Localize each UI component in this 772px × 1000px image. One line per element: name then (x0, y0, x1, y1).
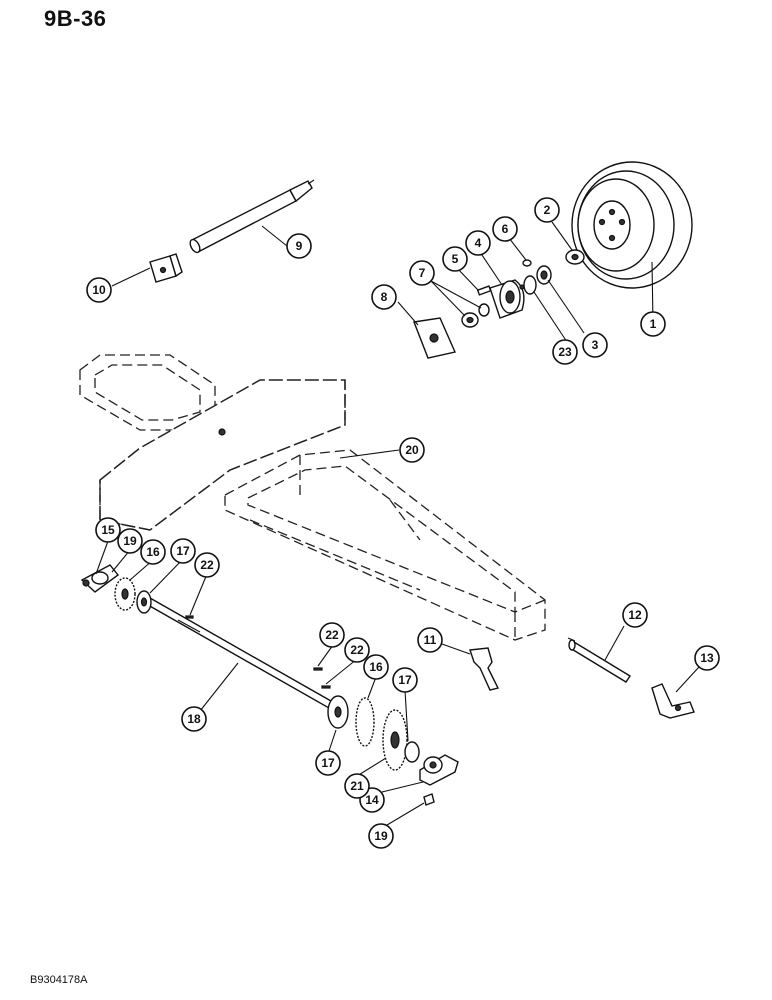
wheel-nut (565, 249, 585, 265)
svg-text:1: 1 (650, 317, 657, 331)
svg-text:7: 7 (419, 266, 426, 280)
svg-text:22: 22 (200, 558, 214, 572)
callout-3: 3 (582, 332, 608, 358)
callout-20: 20 (399, 437, 425, 463)
svg-text:5: 5 (452, 252, 459, 266)
svg-text:20: 20 (405, 443, 419, 457)
svg-text:6: 6 (502, 222, 509, 236)
callout-11: 11 (417, 627, 443, 653)
callout-17-top: 17 (392, 667, 418, 693)
callout-19-bottom: 19 (368, 823, 394, 849)
svg-text:14: 14 (365, 793, 379, 807)
svg-text:17: 17 (321, 756, 335, 770)
set-screw (423, 793, 435, 806)
callout-15: 15 (95, 517, 121, 543)
sprocket-large (382, 709, 408, 771)
hitch-pin (567, 637, 631, 683)
pillow-block-bearing (419, 754, 459, 786)
svg-text:9: 9 (296, 239, 303, 253)
sprocket-left (114, 577, 136, 611)
spindle-plate (413, 317, 456, 359)
svg-text:3: 3 (592, 338, 599, 352)
svg-text:23: 23 (558, 345, 572, 359)
callout-19-top: 19 (117, 528, 143, 554)
callout-7: 7 (409, 260, 435, 286)
svg-text:19: 19 (123, 534, 137, 548)
callout-17-left: 17 (170, 538, 196, 564)
shaft-keys (185, 615, 331, 689)
svg-text:22: 22 (350, 643, 364, 657)
axle-block (149, 253, 183, 283)
callout-13: 13 (694, 645, 720, 671)
svg-text:10: 10 (92, 283, 106, 297)
sprocket-right (355, 697, 375, 747)
cone-bearings (461, 303, 490, 328)
mounting-bracket (469, 647, 500, 691)
callout-22-right: 22 (344, 637, 370, 663)
axle-spindle (189, 179, 315, 254)
svg-text:21: 21 (350, 779, 364, 793)
svg-text:17: 17 (176, 544, 190, 558)
callout-16-right: 16 (363, 654, 389, 680)
svg-text:13: 13 (700, 651, 714, 665)
callout-8: 8 (371, 284, 397, 310)
callout-17-bottom: 17 (315, 750, 341, 776)
svg-text:19: 19 (374, 829, 388, 843)
svg-text:22: 22 (325, 628, 339, 642)
svg-text:11: 11 (424, 633, 437, 647)
callout-21: 21 (344, 773, 370, 799)
hub-bearings (523, 265, 552, 295)
callout-6: 6 (492, 216, 518, 242)
flange-collar (404, 741, 420, 763)
svg-text:4: 4 (475, 236, 482, 250)
leader-lines (95, 221, 700, 829)
svg-text:17: 17 (398, 673, 412, 687)
svg-text:8: 8 (381, 290, 388, 304)
flange-left (136, 590, 152, 614)
page-code: 9B-36 (44, 6, 107, 31)
svg-text:12: 12 (628, 608, 642, 622)
callout-16-left: 16 (140, 539, 166, 565)
callout-4: 4 (465, 230, 491, 256)
drawbar-frame (79, 354, 546, 641)
flange-right (327, 695, 349, 729)
flange-bearing-left (80, 564, 120, 593)
callout-2: 2 (534, 197, 560, 223)
callout-9: 9 (286, 233, 312, 259)
callout-22-left: 22 (194, 552, 220, 578)
svg-text:15: 15 (101, 523, 115, 537)
hub-bolts (476, 259, 532, 296)
svg-text:16: 16 (146, 545, 160, 559)
svg-text:16: 16 (369, 660, 383, 674)
callout-1: 1 (640, 311, 666, 337)
callout-22-mid: 22 (319, 622, 345, 648)
callout-12: 12 (622, 602, 648, 628)
callout-23: 23 (552, 339, 578, 365)
callout-5: 5 (442, 246, 468, 272)
angle-bracket (651, 683, 695, 719)
wheel-rim (571, 161, 693, 289)
callout-10: 10 (86, 277, 112, 303)
drive-shaft (147, 596, 339, 714)
svg-text:2: 2 (544, 203, 551, 217)
svg-text:18: 18 (187, 712, 201, 726)
figure-code: B9304178A (30, 974, 88, 986)
wheel-hub (489, 279, 525, 319)
callout-18: 18 (181, 706, 207, 732)
